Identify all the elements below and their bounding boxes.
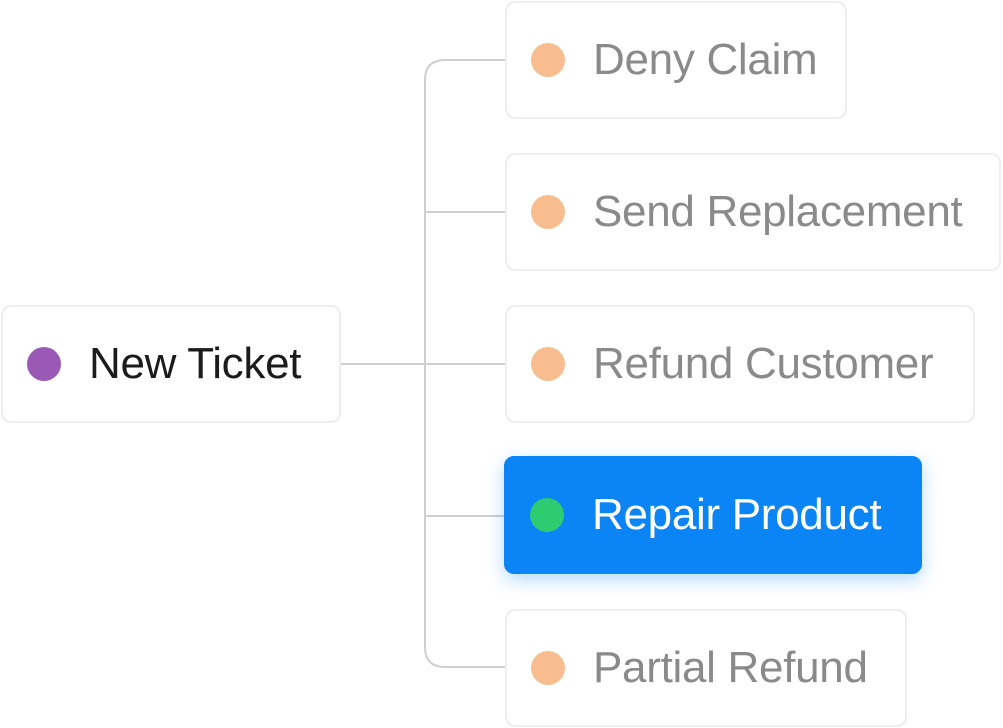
node-label: Partial Refund (593, 643, 868, 692)
status-dot-icon (531, 347, 565, 381)
node-label: Repair Product (592, 490, 882, 539)
status-dot-icon (531, 195, 565, 229)
node-send-replacement[interactable]: Send Replacement (505, 153, 1001, 271)
status-dot-icon (27, 347, 61, 381)
node-repair-product[interactable]: Repair Product (504, 456, 922, 574)
node-label: Refund Customer (593, 339, 934, 388)
node-refund-customer[interactable]: Refund Customer (505, 305, 975, 423)
status-dot-icon (531, 43, 565, 77)
connector-trunk-vertical (424, 59, 505, 668)
node-label: Send Replacement (593, 187, 963, 236)
node-partial-refund[interactable]: Partial Refund (505, 609, 907, 727)
node-label: Deny Claim (593, 35, 818, 84)
node-deny-claim[interactable]: Deny Claim (505, 1, 847, 119)
status-dot-icon (531, 651, 565, 685)
node-label: New Ticket (89, 339, 302, 388)
node-new-ticket[interactable]: New Ticket (1, 305, 341, 423)
status-dot-icon (530, 498, 564, 532)
